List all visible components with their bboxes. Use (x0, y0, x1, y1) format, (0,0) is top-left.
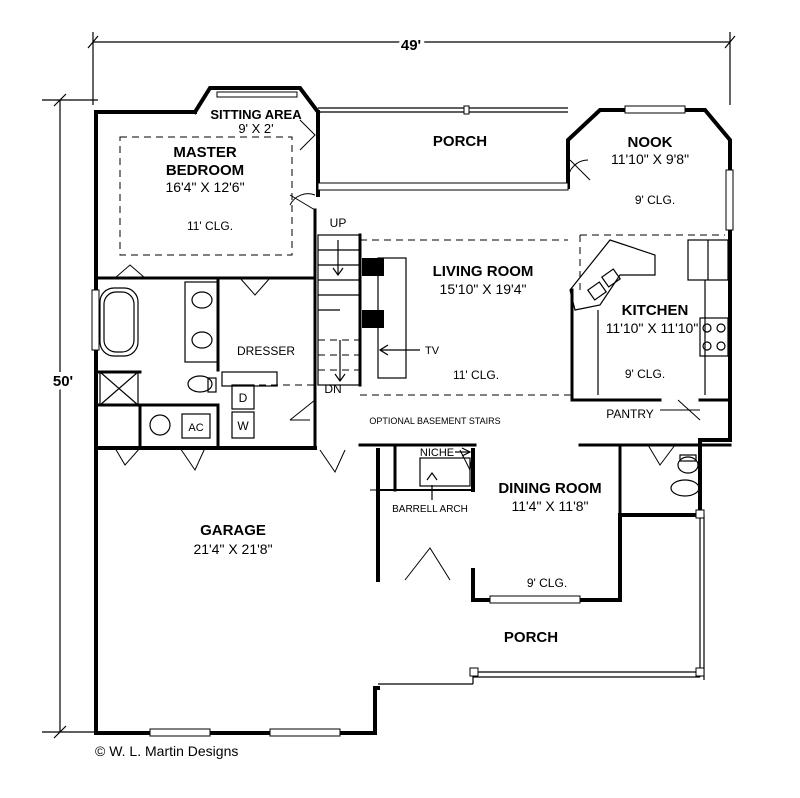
sitting-area-name: SITTING AREA (210, 107, 302, 122)
optional-basement-stairs-label: OPTIONAL BASEMENT STAIRS (369, 416, 500, 426)
kitchen-ceiling: 9' CLG. (625, 367, 665, 381)
nook-size: 11'10" X 9'8" (611, 151, 689, 167)
dining-room-ceiling: 9' CLG. (527, 576, 567, 590)
nook-ceiling: 9' CLG. (635, 193, 675, 207)
fireplace (362, 257, 420, 379)
niche-label: NICHE (420, 447, 454, 459)
master-bedroom-size: 16'4" X 12'6" (165, 179, 244, 195)
kitchen-size: 11'10" X 11'10" (606, 320, 699, 336)
dining-room-name: DINING ROOM (498, 480, 601, 497)
stairs (317, 234, 361, 386)
living-room-size: 15'10" X 19'4" (440, 281, 527, 297)
barrell-arch-label: BARRELL ARCH (392, 504, 468, 515)
front-porch-name: PORCH (504, 629, 558, 646)
garage-name: GARAGE (200, 522, 266, 539)
up-label: UP (330, 216, 347, 230)
depth-dimension: 50' (53, 373, 73, 390)
rear-porch-name: PORCH (433, 133, 487, 150)
dryer-label: D (239, 391, 248, 405)
master-bedroom-name-1: MASTER (173, 144, 237, 161)
ac-label: AC (188, 422, 203, 434)
front-porch-outline (378, 509, 705, 685)
kitchen-features (569, 239, 729, 395)
tv-label: TV (425, 345, 440, 357)
copyright: © W. L. Martin Designs (95, 743, 238, 759)
dresser-label: DRESSER (237, 344, 295, 358)
living-room-ceiling: 11' CLG. (453, 368, 499, 382)
width-dimension: 49' (401, 37, 421, 54)
dn-label: DN (324, 382, 341, 396)
kitchen-name: KITCHEN (622, 302, 689, 319)
windows (91, 91, 734, 737)
nook-name: NOOK (628, 134, 673, 151)
niche (419, 447, 472, 500)
washer-label: W (237, 419, 249, 433)
laundry (231, 384, 255, 439)
master-bedroom-name-2: BEDROOM (166, 162, 244, 179)
master-bedroom-ceiling: 11' CLG. (187, 219, 233, 233)
dimension-lines (42, 32, 736, 739)
bath-fixtures (99, 281, 700, 497)
living-room-name: LIVING ROOM (433, 263, 534, 280)
dining-room-size: 11'4" X 11'8" (511, 498, 588, 514)
sitting-area-size: 9' X 2' (238, 121, 273, 136)
rear-porch-outline (318, 105, 568, 115)
pantry-label: PANTRY (606, 407, 654, 421)
garage-size: 21'4" X 21'8" (193, 541, 272, 557)
